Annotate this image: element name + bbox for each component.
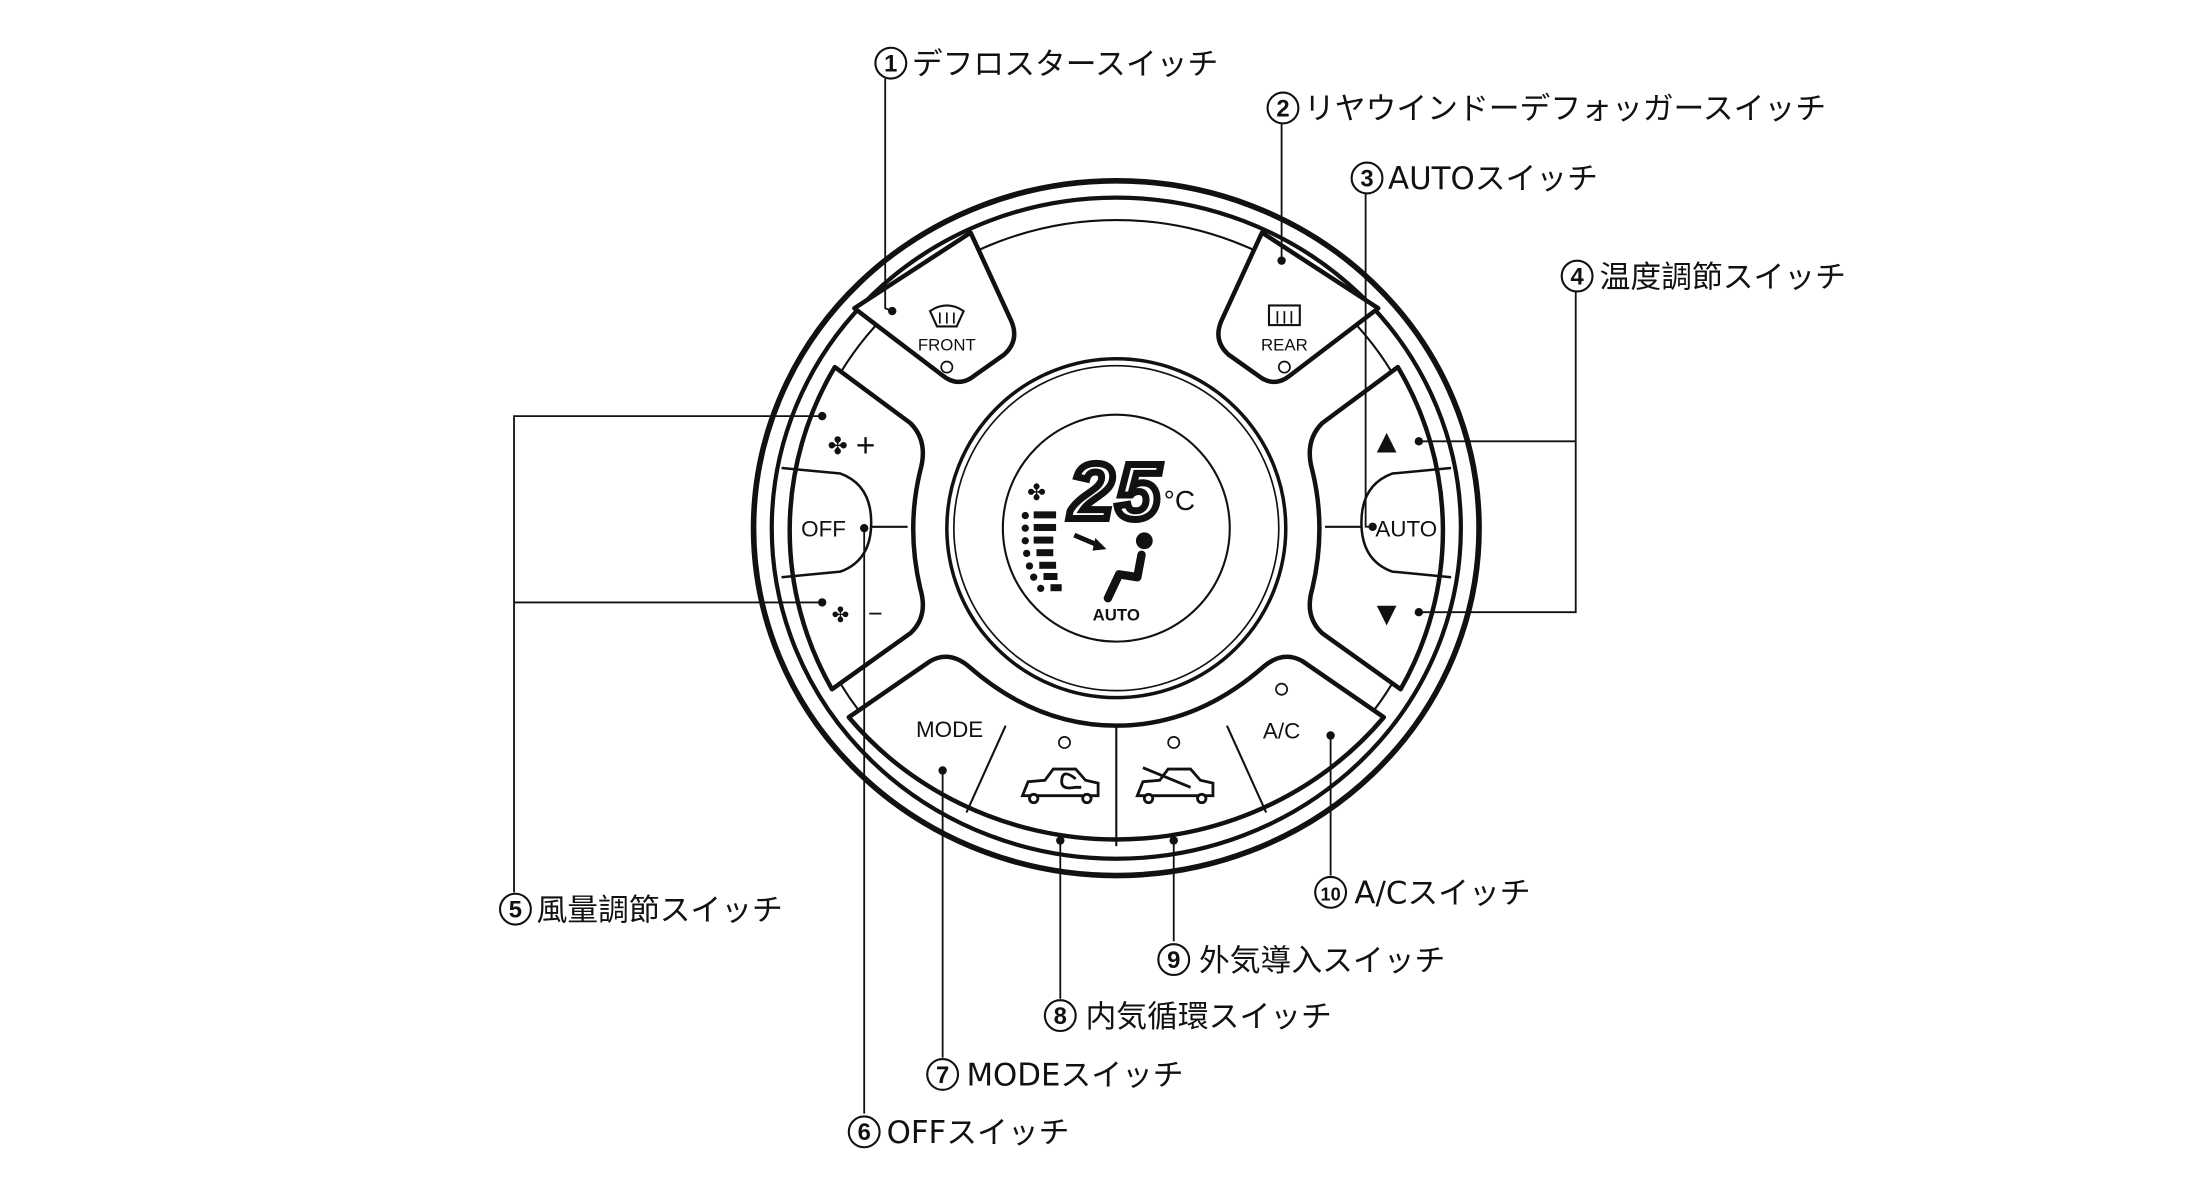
callout-8: 8 内気循環スイッチ: [1043, 999, 1332, 1035]
front-indicator-light: [940, 360, 954, 374]
fresh-air-indicator-light: [1167, 736, 1181, 749]
callout-5: 5 風量調節スイッチ: [498, 892, 783, 928]
callout-text: 内気循環スイッチ: [1085, 999, 1331, 1035]
callout-number: 1: [884, 51, 897, 78]
auto-button-outline: [1360, 466, 1452, 579]
temp-up-arrow: ▲: [1370, 424, 1403, 461]
callout-number: 9: [1167, 947, 1180, 974]
front-label: FRONT: [918, 335, 976, 354]
callout-text: A/Cスイッチ: [1354, 876, 1530, 912]
divider-mode-recirc: [965, 725, 1007, 813]
callout-text: 風量調節スイッチ: [536, 892, 782, 928]
callout-text: 外気導入スイッチ: [1199, 943, 1445, 979]
inner-rim: [769, 195, 1463, 861]
fan-speed-button-group: [787, 364, 926, 692]
airflow-vent-icon: [1073, 532, 1153, 603]
callout-9: 9 外気導入スイッチ: [1157, 943, 1445, 979]
rear-indicator-light: [1277, 360, 1291, 374]
fan-icon: ✤: [832, 604, 850, 627]
lcd-auto-indicator: AUTO: [1093, 606, 1140, 625]
callout-text: リヤウインドーデフォッガースイッチ: [1304, 91, 1826, 127]
rear-defogger-button: [1216, 230, 1381, 385]
callout-3: 3 AUTOスイッチ: [1350, 161, 1598, 197]
display-ring-inner: [952, 364, 1280, 692]
windshield-defrost-icon: [928, 304, 965, 328]
ac-label: A/C: [1263, 718, 1300, 743]
fan-icon: ✤: [828, 433, 848, 460]
fan-minus-label: −: [868, 600, 883, 628]
callout-1: 1 デフロスタースイッチ: [874, 46, 1218, 82]
rear-label: REAR: [1261, 335, 1308, 354]
callout-text: AUTOスイッチ: [1388, 161, 1598, 197]
off-button-outline: [781, 466, 873, 579]
rear-window-defog-icon: [1267, 304, 1301, 327]
temperature-unit: °C: [1164, 485, 1195, 516]
callout-text: 温度調節スイッチ: [1600, 259, 1846, 295]
front-defroster-button: [852, 230, 1017, 385]
callout-number: 2: [1276, 95, 1289, 122]
leader-lines: [513, 78, 1577, 1114]
callout-10: 10 A/Cスイッチ: [1314, 876, 1531, 912]
auto-label: AUTO: [1375, 517, 1437, 542]
ac-indicator-light: [1275, 682, 1289, 696]
fresh-air-car-icon: [1135, 766, 1215, 805]
recirculation-car-icon: [1020, 767, 1100, 805]
callout-2: 2 リヤウインドーデフォッガースイッチ: [1266, 91, 1826, 127]
lcd-fan-icon: ✤: [1027, 480, 1046, 505]
recirc-indicator-light: [1058, 736, 1071, 749]
callout-6: 6 OFFスイッチ: [847, 1115, 1070, 1151]
temperature-readout: 25: [1068, 447, 1163, 535]
temp-down-arrow: ▼: [1370, 596, 1403, 633]
callout-number: 5: [509, 897, 522, 924]
callout-number: 7: [936, 1062, 949, 1089]
fan-plus-label: +: [856, 428, 876, 465]
divider-fresh-ac: [1226, 725, 1268, 813]
fan-level-bars: [1021, 511, 1062, 593]
callout-number: 3: [1360, 165, 1373, 192]
callout-number: 4: [1570, 263, 1584, 290]
callout-text: デフロスタースイッチ: [912, 46, 1218, 82]
callout-4: 4 温度調節スイッチ: [1560, 259, 1846, 295]
callout-7: 7 MODEスイッチ: [926, 1058, 1184, 1094]
off-label: OFF: [801, 517, 846, 542]
callout-text: MODEスイッチ: [966, 1058, 1183, 1094]
outer-bezel: [750, 178, 1482, 879]
callout-text: OFFスイッチ: [887, 1115, 1070, 1151]
callout-number: 10: [1320, 885, 1340, 905]
mode-label: MODE: [916, 717, 983, 742]
callout-number: 8: [1054, 1003, 1067, 1030]
callout-number: 6: [858, 1119, 871, 1146]
